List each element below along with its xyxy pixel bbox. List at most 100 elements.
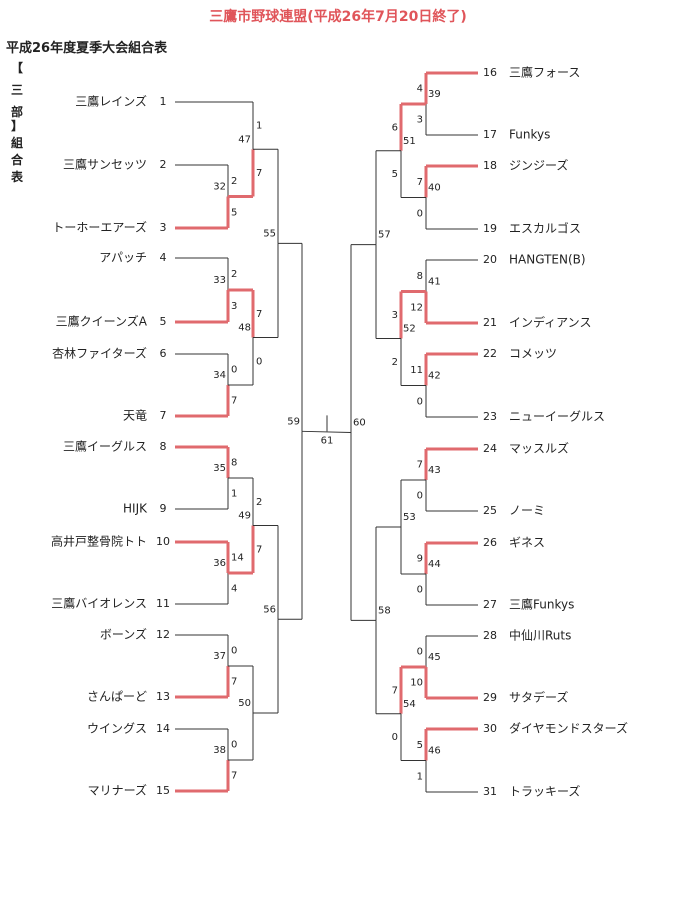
match-number: 56 <box>263 604 276 615</box>
score: 0 <box>256 356 262 367</box>
division-label-char: 【 <box>10 61 23 75</box>
match-number: 43 <box>428 465 441 476</box>
team-name: ダイヤモンドスターズ <box>509 721 628 736</box>
score: 9 <box>417 554 423 565</box>
score: 3 <box>417 115 423 126</box>
seed-number: 14 <box>156 722 170 735</box>
seed-number: 15 <box>156 784 170 797</box>
final-line <box>301 430 352 433</box>
match-number: 41 <box>428 277 441 288</box>
score: 5 <box>392 169 398 180</box>
match-number: 39 <box>428 89 441 100</box>
seed-number: 1 <box>160 95 167 108</box>
division-label-char: 】 <box>10 119 23 133</box>
team-name: 中仙川Ruts <box>509 628 571 643</box>
seed-number: 17 <box>483 128 497 141</box>
match-number: 55 <box>263 228 276 239</box>
match-number: 37 <box>213 651 226 662</box>
score: 3 <box>392 310 398 321</box>
match-number: 38 <box>213 745 226 756</box>
seed-number: 27 <box>483 598 497 611</box>
team-name: 高井戸整骨院トト <box>51 534 147 549</box>
score: 7 <box>417 177 423 188</box>
score: 7 <box>256 309 262 320</box>
match-number: 49 <box>238 511 251 522</box>
match-number: 47 <box>238 134 251 145</box>
score: 1 <box>417 771 423 782</box>
score: 0 <box>417 585 423 596</box>
seed-number: 21 <box>483 316 497 329</box>
seed-number: 30 <box>483 722 497 735</box>
score: 5 <box>417 740 423 751</box>
team-name: マリナーズ <box>88 783 147 798</box>
match-number: 35 <box>213 463 226 474</box>
match-number: 34 <box>213 370 226 381</box>
match-number: 42 <box>428 371 441 382</box>
seed-number: 5 <box>160 315 167 328</box>
match-number: 44 <box>428 559 441 570</box>
page-title: 三鷹市野球連盟(平成26年7月20日終了) <box>209 9 467 25</box>
division-label-char: 組 <box>10 136 23 150</box>
score: 0 <box>231 740 237 751</box>
match-number: 33 <box>213 275 226 286</box>
team-name: サタデーズ <box>509 690 568 705</box>
score: 7 <box>231 396 237 407</box>
seed-number: 11 <box>156 597 170 610</box>
team-name: 三鷹レインズ <box>75 94 147 109</box>
division-label-char: 部 <box>10 105 23 119</box>
match-number: 36 <box>213 558 226 569</box>
score: 2 <box>231 269 237 280</box>
score: 1 <box>231 489 237 500</box>
score: 4 <box>417 84 423 95</box>
team-name: 天竜 <box>123 409 147 423</box>
match-number: 46 <box>428 746 441 757</box>
score: 3 <box>231 301 237 312</box>
match-number: 52 <box>403 324 416 335</box>
team-name: Funkys <box>509 128 550 142</box>
seed-number: 16 <box>483 66 497 79</box>
score: 2 <box>392 357 398 368</box>
match-number: 50 <box>238 698 251 709</box>
match-number: 57 <box>378 230 391 241</box>
division-label-char: 三 <box>10 83 23 97</box>
team-name: 三鷹フォース <box>509 65 580 80</box>
seed-number: 29 <box>483 691 497 704</box>
team-name: ウイングス <box>87 722 147 736</box>
seed-number: 23 <box>483 410 497 423</box>
match-number: 54 <box>403 699 416 710</box>
seed-number: 31 <box>483 785 497 798</box>
match-number: 51 <box>403 136 416 147</box>
match-number: 32 <box>213 182 226 193</box>
seed-number: 28 <box>483 629 497 642</box>
team-name: HANGTEN(B) <box>509 253 586 267</box>
score: 2 <box>231 176 237 187</box>
score: 1 <box>256 121 262 132</box>
seed-number: 13 <box>156 690 170 703</box>
score: 0 <box>392 732 398 743</box>
match-number: 60 <box>353 418 366 429</box>
seed-number: 26 <box>483 536 497 549</box>
seed-number: 19 <box>483 222 497 235</box>
score: 0 <box>231 365 237 376</box>
score: 5 <box>231 207 237 218</box>
division-label-char: 合 <box>10 153 23 167</box>
score: 4 <box>231 584 237 595</box>
seed-number: 20 <box>483 253 497 266</box>
division-label-char: 表 <box>10 170 23 184</box>
team-name: エスカルゴス <box>509 221 581 236</box>
seed-number: 22 <box>483 347 497 360</box>
team-name: ノーミ <box>509 504 545 518</box>
score: 8 <box>231 458 237 469</box>
seed-number: 25 <box>483 504 497 517</box>
seed-number: 9 <box>160 502 167 515</box>
score: 8 <box>417 271 423 282</box>
team-name: トラッキーズ <box>509 784 580 799</box>
score: 10 <box>410 678 423 689</box>
score: 12 <box>410 302 423 313</box>
team-name: 三鷹イーグルス <box>63 439 147 454</box>
seed-number: 24 <box>483 442 497 455</box>
team-name: アパッチ <box>99 251 147 265</box>
match-number: 40 <box>428 183 441 194</box>
match-number: 45 <box>428 652 441 663</box>
